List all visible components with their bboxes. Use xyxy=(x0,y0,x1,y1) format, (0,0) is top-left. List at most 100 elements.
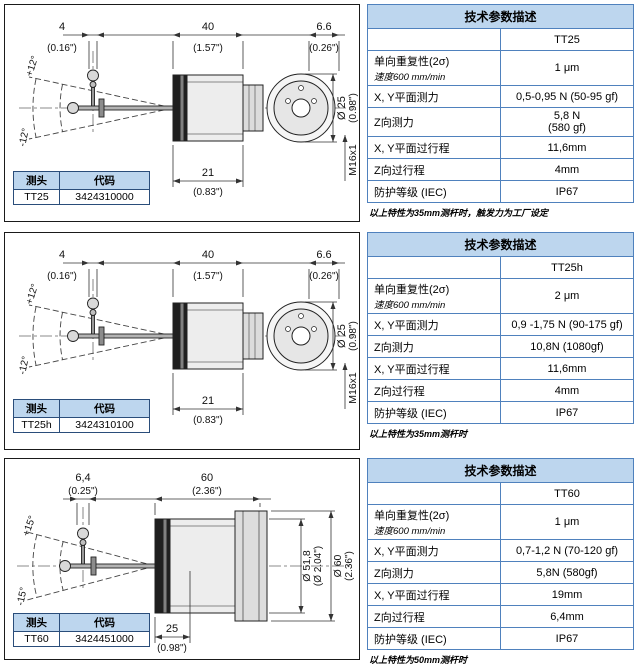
spec-row: 单向重复性(2σ) 速度600 mm/min 1 μm xyxy=(367,50,634,86)
dim-thread-label: M16x1 xyxy=(347,144,359,176)
spec-table-title: 技术参数描述 xyxy=(367,458,634,483)
dim-arrows xyxy=(70,496,260,502)
spec-label: X, Y平面测力 xyxy=(367,313,501,336)
spec-value: 10,8N (1080gf) xyxy=(500,335,634,358)
spec-row: X, Y平面测力 0,5-0,95 N (50-95 gf) xyxy=(367,85,634,108)
probe-body xyxy=(154,510,268,622)
spec-value: 4mm xyxy=(500,379,634,402)
spec-row: Z向过行程 4mm xyxy=(367,379,634,402)
spec-row: Z向测力 5,8 N (580 gf) xyxy=(367,107,634,137)
spec-table: 技术参数描述 TT25h 单向重复性(2σ) 速度600 mm/min 2 μm… xyxy=(367,232,634,424)
dim-bottom-in-label: (0.98") xyxy=(157,643,187,654)
legend-code-value: 3424310000 xyxy=(59,189,150,205)
legend-code-header: 代码 xyxy=(59,399,150,418)
probe-code-table: 测头 代码 TT25 3424310000 xyxy=(13,171,150,205)
spec-row: 防护等级 (IEC) IP67 xyxy=(367,627,634,650)
dim-top3-in-label: (0.26") xyxy=(309,271,339,282)
spec-model: TT25h xyxy=(500,256,634,279)
spec-label: 防护等级 (IEC) xyxy=(367,180,501,203)
drawing-panel-tt60: 6,4 (0.25") 60 (2.36") 25 (0.98") xyxy=(4,458,360,660)
legend-probe-value: TT25h xyxy=(13,417,60,433)
spec-value: 5,8N (580gf) xyxy=(500,561,634,584)
spec-model-row: TT25h xyxy=(367,256,634,279)
spec-label: Z向过行程 xyxy=(367,379,501,402)
spec-value: 4mm xyxy=(500,158,634,181)
dim-bottom-in-label: (0.83") xyxy=(193,415,223,426)
dim-top2-in-label: (1.57") xyxy=(193,271,223,282)
dim-top-chain xyxy=(63,260,345,299)
dim-bottom-in-label: (0.83") xyxy=(193,187,223,198)
spec-label: 防护等级 (IEC) xyxy=(367,627,501,650)
legend-probe-header: 测头 xyxy=(13,613,60,632)
spec-value: 11,6mm xyxy=(500,357,634,380)
spec-row: X, Y平面测力 0,9 -1,75 N (90-175 gf) xyxy=(367,313,634,336)
spec-footnote: 以上特性为35mm测杆时 xyxy=(369,429,468,439)
legend-code-header: 代码 xyxy=(59,171,150,190)
spec-label: 单向重复性(2σ) xyxy=(374,510,450,522)
drawing-panel-tt25: 4 (0.16") 40 (1.57") 6.6 (0.26") 21 (0. xyxy=(4,4,360,222)
legend-code-value: 3424451000 xyxy=(59,631,150,647)
technical-drawing-tt60: 6,4 (0.25") 60 (2.36") 25 (0.98") xyxy=(15,472,355,654)
spec-value: 19mm xyxy=(500,583,634,606)
spec-value: 11,6mm xyxy=(500,136,634,159)
angle-down-label: -12° xyxy=(17,127,32,147)
angle-up-label: +12° xyxy=(24,283,41,306)
spec-value: IP67 xyxy=(500,627,634,650)
overtravel-cone-lines xyxy=(28,304,174,368)
spec-model: TT60 xyxy=(500,482,634,505)
spec-model: TT25 xyxy=(500,28,634,51)
dim-top1-in-label: (0.16") xyxy=(47,43,77,54)
stylus xyxy=(59,527,156,576)
spec-footnote: 以上特性为35mm测杆时，触发力为工厂设定 xyxy=(369,208,549,218)
spec-table: 技术参数描述 TT25 单向重复性(2σ) 速度600 mm/min 1 μm … xyxy=(367,4,634,203)
legend-probe-value: TT60 xyxy=(13,631,60,647)
dim-arrows xyxy=(82,32,339,38)
dim-arrows xyxy=(82,260,339,266)
spec-row: 单向重复性(2σ) 速度600 mm/min 1 μm xyxy=(367,504,634,540)
spec-label: Z向测力 xyxy=(367,561,501,584)
spec-footnote: 以上特性为50mm测杆时 xyxy=(369,655,468,665)
overtravel-cone-lines xyxy=(28,76,174,140)
dim-bottom xyxy=(172,145,244,187)
spec-row: 防护等级 (IEC) IP67 xyxy=(367,180,634,203)
angle-up-label: +15° xyxy=(21,514,39,537)
spec-sublabel: 速度600 mm/min xyxy=(374,526,446,537)
dim-thread-label: M16x1 xyxy=(347,372,359,404)
legend-probe-header: 测头 xyxy=(13,399,60,418)
spec-value: 1 μm xyxy=(500,504,634,540)
angle-down-label: -15° xyxy=(15,586,30,606)
spec-panel-tt60: 技术参数描述 TT60 单向重复性(2σ) 速度600 mm/min 1 μm … xyxy=(367,458,634,666)
spec-row: Z向测力 5,8N (580gf) xyxy=(367,561,634,584)
dim-top2-label: 40 xyxy=(202,21,214,33)
dim-bottom xyxy=(172,373,244,415)
spec-value: 0,5-0,95 N (50-95 gf) xyxy=(500,85,634,108)
dim-top3-label: 6.6 xyxy=(316,21,331,33)
dim-top1-in-label: (0.25") xyxy=(68,486,98,497)
spec-row: X, Y平面过行程 19mm xyxy=(367,583,634,606)
spec-label: 防护等级 (IEC) xyxy=(367,401,501,424)
dim-bottom xyxy=(154,571,191,643)
spec-value: 5,8 N (580 gf) xyxy=(500,107,634,137)
spec-label: X, Y平面过行程 xyxy=(367,583,501,606)
dim-inner-diameter-label: Ø 51,8 xyxy=(301,550,313,582)
dim-top-labels: 6,4 (0.25") 60 (2.36") xyxy=(68,472,222,497)
spec-label: X, Y平面过行程 xyxy=(367,357,501,380)
spec-label: 单向重复性(2σ) xyxy=(374,56,450,68)
spec-row: 单向重复性(2σ) 速度600 mm/min 2 μm xyxy=(367,278,634,314)
spec-value: 0,7-1,2 N (70-120 gf) xyxy=(500,539,634,562)
dim-top-chain xyxy=(63,32,345,71)
spec-label: X, Y平面测力 xyxy=(367,85,501,108)
spec-panel-tt25: 技术参数描述 TT25 单向重复性(2σ) 速度600 mm/min 1 μm … xyxy=(367,4,634,219)
spec-model-row: TT60 xyxy=(367,482,634,505)
spec-label: X, Y平面过行程 xyxy=(367,136,501,159)
spec-label-cell: 单向重复性(2σ) 速度600 mm/min xyxy=(367,50,501,86)
spec-model-empty-cell xyxy=(367,482,501,505)
spec-label: Z向过行程 xyxy=(367,158,501,181)
spec-row: X, Y平面测力 0,7-1,2 N (70-120 gf) xyxy=(367,539,634,562)
spec-sublabel: 速度600 mm/min xyxy=(374,300,446,311)
spec-value: IP67 xyxy=(500,401,634,424)
drawing-panel-tt25h: 4 (0.16") 40 (1.57") 6.6 (0.26") 21 (0. xyxy=(4,232,360,450)
dim-diameter-in-label: (0.98") xyxy=(348,321,359,351)
stylus xyxy=(67,69,174,118)
